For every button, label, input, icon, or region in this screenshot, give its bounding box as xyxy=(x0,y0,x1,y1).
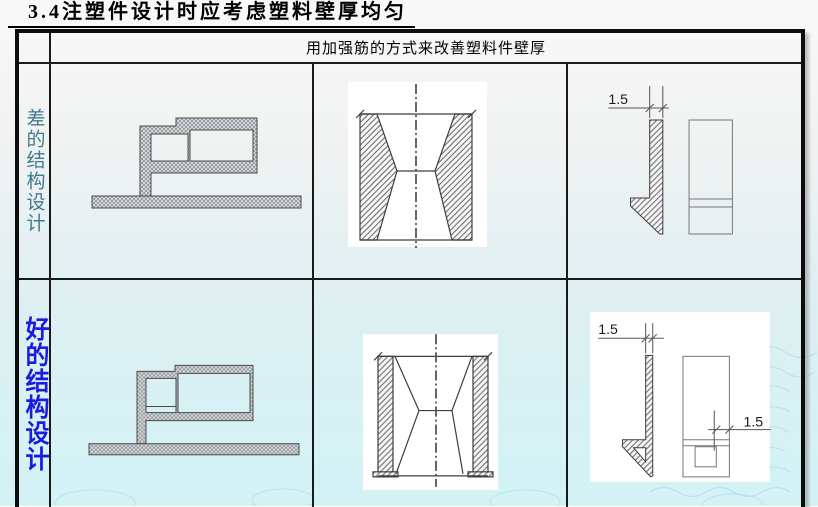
drawing-backdrop xyxy=(590,312,770,482)
row-label-poor-design: 差的结构设计 xyxy=(19,64,51,280)
header-corner-cell xyxy=(19,33,51,64)
dimension-value: 1.5 xyxy=(608,91,628,107)
thick-funnel-walls xyxy=(355,109,477,241)
drawing-cell-good-bracket xyxy=(51,280,314,507)
rib-wall-solid-foot xyxy=(630,119,664,235)
dimension-lines-side xyxy=(708,410,771,451)
good-funnel-cross-section xyxy=(363,334,498,490)
thin-funnel-walls xyxy=(372,351,494,478)
poor-funnel-cross-section xyxy=(348,82,487,248)
table-header: 用加强筋的方式来改善塑料件壁厚 xyxy=(51,33,801,64)
good-bracket-cross-section xyxy=(88,364,300,456)
dimension-value-top: 1.5 xyxy=(598,321,618,337)
poor-bracket-cross-section xyxy=(91,117,302,209)
drawing-cell-poor-bracket xyxy=(51,64,314,280)
base-plate xyxy=(88,443,300,456)
rib-wall-hollow-foot xyxy=(621,354,654,478)
good-rib-cross-section: 1.5 1.5 xyxy=(590,312,771,482)
dimension-value-side: 1.5 xyxy=(744,414,764,430)
thin-wall-section xyxy=(136,364,254,445)
thick-wall-section xyxy=(139,117,258,197)
drawing-cell-good-rib: 1.5 1.5 xyxy=(568,280,801,507)
side-view-outline xyxy=(688,119,733,235)
dimension-lines-top xyxy=(598,323,664,354)
row-label-good-design: 好的结构设计 xyxy=(19,280,51,507)
drawing-cell-poor-funnel xyxy=(314,64,568,280)
dimension-lines xyxy=(608,86,669,118)
drawing-cell-poor-rib: 1.5 xyxy=(568,64,801,280)
page-title: 3.4注塑件设计时应考虑塑料壁厚均匀 xyxy=(8,0,415,28)
design-comparison-table: 用加强筋的方式来改善塑料件壁厚 差的结构设计 xyxy=(15,29,805,507)
good-design-label: 好的结构设计 xyxy=(21,315,47,472)
drawing-cell-good-funnel xyxy=(314,280,568,507)
base-plate xyxy=(91,195,302,209)
poor-design-label: 差的结构设计 xyxy=(23,108,45,234)
side-view-outline xyxy=(682,355,730,478)
cloud-outlines xyxy=(54,488,764,506)
poor-rib-cross-section: 1.5 xyxy=(608,86,733,235)
